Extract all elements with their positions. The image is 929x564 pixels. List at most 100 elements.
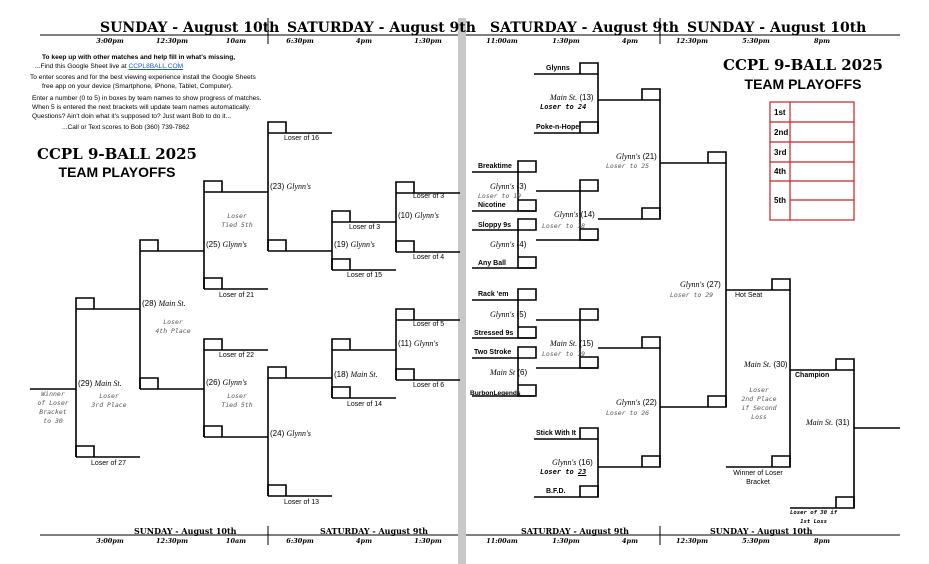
match-19: (19) Glynn's	[334, 240, 375, 249]
info-line: To keep up with other matches and help f…	[42, 54, 236, 61]
match-30: Main St. (30)	[744, 360, 788, 369]
footer-right-sunday: SUNDAY - August 10th	[710, 526, 813, 536]
team-bfd: B.F.D.	[546, 488, 566, 495]
match-14: Glynn's (14)	[554, 210, 595, 219]
footer-right-saturday: SATURDAY - August 9th	[521, 526, 629, 536]
loser-of-6: Loser of 6	[413, 382, 445, 389]
match-27-loser: Loser to 29	[670, 291, 714, 299]
place-3rd: 3rd	[774, 148, 787, 157]
time-label: 4pm	[356, 37, 372, 45]
match-15-loser: Loser to 19	[542, 350, 586, 358]
match-15: Main St. (15)	[550, 339, 594, 348]
team-sloppy-9s: Sloppy 9s	[478, 222, 512, 229]
time-label: 12:30pm	[156, 37, 188, 45]
place-1st: 1st	[774, 108, 786, 117]
info-line: ...Find this Google Sheet live at CCPL8B…	[35, 63, 184, 70]
loser-of-16: Loser of 16	[284, 135, 320, 142]
center-divider	[458, 18, 466, 564]
match-18: (18) Main St.	[334, 370, 378, 379]
info-line: To enter scores and for the best viewing…	[30, 74, 256, 81]
places-table	[769, 101, 855, 221]
time-label: 8pm	[814, 537, 830, 545]
loser-of-21: Loser of 21	[219, 292, 255, 299]
time-label: 11:00am	[486, 37, 518, 45]
header-left-sunday: SUNDAY - August 10th	[100, 20, 280, 36]
time-label: 4pm	[356, 537, 372, 545]
place-2nd: 2nd	[774, 128, 789, 137]
match-14-loser: Loser to 18	[542, 222, 586, 230]
match-13-loser: Loser to 24	[540, 103, 587, 111]
title-right-line2: TEAM PLAYOFFS	[744, 76, 862, 92]
match-5: Glynn's (5)	[490, 310, 527, 319]
match-11: (11) Glynn's	[398, 339, 439, 348]
match-31: Main St. (31)	[806, 418, 850, 427]
time-label: 10am	[225, 537, 247, 545]
match-25: (25) Glynn's	[206, 240, 247, 249]
info-line: free app on your device (Smartphone, iPh…	[42, 83, 233, 90]
time-label: 10am	[225, 37, 247, 45]
match-21: Glynn's (21)	[616, 152, 657, 161]
match-26: (26) Glynn's	[206, 378, 247, 387]
time-label: 1:30pm	[552, 537, 580, 545]
header-right-sunday: SUNDAY - August 10th	[687, 20, 867, 36]
match-27: Glynn's (27)	[680, 280, 721, 289]
time-label: 1:30pm	[414, 537, 442, 545]
loser-of-13: Loser of 13	[284, 499, 320, 506]
team-poke-n-hope: Poke-n-Hope	[536, 124, 580, 131]
team-stick-with-it: Stick With It	[536, 430, 576, 437]
match-13: Main St. (13)	[550, 93, 594, 102]
info-line: Questions? Ain't doin what it's supposed…	[32, 113, 231, 120]
match-16: Glynn's (16)	[552, 458, 593, 467]
match-22-loser: Loser to 26	[606, 409, 650, 417]
time-label: 3:00pm	[96, 537, 124, 545]
time-label: 1:30pm	[414, 37, 442, 45]
header-right-saturday: SATURDAY - August 9th	[490, 20, 679, 36]
team-burbon-legends: BurbonLegends	[470, 390, 521, 397]
loser-of-3-right: Loser of 3	[413, 193, 445, 200]
match-3: Glynn's (3)	[490, 182, 527, 191]
time-label: 4pm	[622, 537, 638, 545]
time-label: 5:30pm	[742, 37, 770, 45]
title-left-line2: TEAM PLAYOFFS	[58, 164, 176, 180]
time-label: 12:30pm	[676, 37, 708, 45]
match-29: (29) Main St.	[78, 379, 122, 388]
time-label: 4pm	[622, 37, 638, 45]
time-label: 12:30pm	[676, 537, 708, 545]
match-3-loser: Loser to 19	[478, 192, 522, 200]
info-line: ...Call or Text scores to Bob (360) 739-…	[62, 124, 190, 131]
match-21-loser: Loser to 25	[606, 162, 650, 170]
loser-of-22: Loser of 22	[219, 352, 255, 359]
loser-of-27: Loser of 27	[91, 460, 127, 467]
team-two-stroke: Two Stroke	[474, 349, 512, 356]
loser-of-3-left: Loser of 3	[349, 224, 381, 231]
place-4th: 4th	[774, 167, 786, 176]
time-label: 12:30pm	[156, 537, 188, 545]
team-any-ball: Any Ball	[478, 260, 507, 267]
match-4: Glynn's (4)	[490, 240, 527, 249]
match-24: (24) Glynn's	[270, 429, 311, 438]
champion-label: Champion	[795, 372, 830, 379]
team-glynns: Glynns	[546, 65, 570, 72]
team-rack-em: Rack 'em	[478, 291, 509, 298]
match-6: Main St (6)	[490, 368, 528, 377]
time-label: 3:00pm	[96, 37, 124, 45]
team-nicotine: Nicotine	[478, 202, 506, 209]
footer-left-saturday: SATURDAY - August 9th	[320, 526, 428, 536]
team-stressed-9s: Stressed 9s	[474, 330, 514, 337]
time-label: 1:30pm	[552, 37, 580, 45]
time-label: 5:30pm	[742, 537, 770, 545]
match-16-loser: Loser to 23	[540, 468, 587, 476]
hot-seat-label: Hot Seat	[735, 292, 763, 299]
footer-left-sunday: SUNDAY - August 10th	[134, 526, 237, 536]
site-link[interactable]: CCPL8BALL.COM	[128, 63, 184, 70]
match-23: (23) Glynn's	[270, 182, 311, 191]
loser-of-14: Loser of 14	[347, 401, 383, 408]
